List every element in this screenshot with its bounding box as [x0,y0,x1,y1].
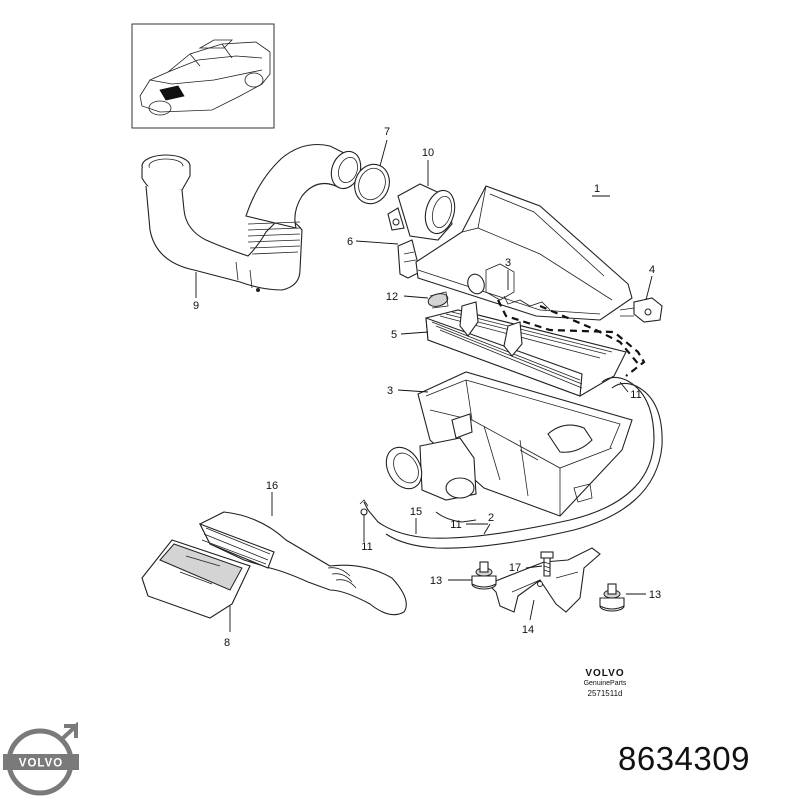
callout-12: 12 [386,291,398,303]
part-10-air-flow-meter [387,183,456,241]
part-12-connector [427,291,449,309]
volvo-logo-text: VOLVO [19,758,63,770]
part-9-intake-hose [141,143,362,292]
car-inset [131,23,275,129]
callout-7: 7 [384,126,390,138]
part-number: 8634309 [618,740,750,777]
part-6-bracket [397,239,421,279]
callout-17: 17 [509,562,521,574]
callout-5: 5 [391,329,397,341]
genuine-parts-label: VOLVO GenuineParts 2571511d [560,668,650,698]
callout-8: 8 [224,637,230,649]
callout-11-left: 11 [361,541,372,553]
callout-numbers: 1 7 10 6 9 3 12 4 5 3 11 16 15 11 2 11 1… [193,126,661,649]
genuine-brand: VOLVO [585,668,625,679]
callout-2: 2 [488,512,494,524]
callout-4: 4 [649,264,655,276]
dashed-connection-lines [497,299,646,377]
genuine-subtitle: GenuineParts [583,680,627,687]
part-14-mount-bracket [487,547,601,613]
callout-3-upper: 3 [505,257,511,269]
part-16-lower-duct [198,511,407,616]
part-4-sensor [619,297,663,323]
callout-1: 1 [594,183,600,195]
leader-lines [195,139,653,632]
callout-13-left: 13 [430,575,442,587]
callout-13-right: 13 [649,589,661,601]
vacuum-hoses [359,376,663,549]
diagram-code: 2571511d [587,689,623,698]
part-8-duct-inlet [141,539,251,619]
part-5-filter-element [425,301,627,397]
part-7-seal-ring [354,163,390,205]
callout-6: 6 [347,236,353,248]
callout-3-lower: 3 [387,385,393,397]
part-17-bolt [540,551,554,577]
callout-11-right: 11 [630,389,641,401]
volvo-logo: VOLVO [3,722,79,796]
part-3-lower-housing [385,371,633,517]
callout-9: 9 [193,300,199,312]
part-13-rubber-mounts [471,561,625,612]
callout-16: 16 [266,480,278,492]
callout-14: 14 [522,624,534,636]
callout-15: 15 [410,506,422,518]
callout-10: 10 [422,147,434,159]
callout-11-middle: 11 [450,519,461,531]
